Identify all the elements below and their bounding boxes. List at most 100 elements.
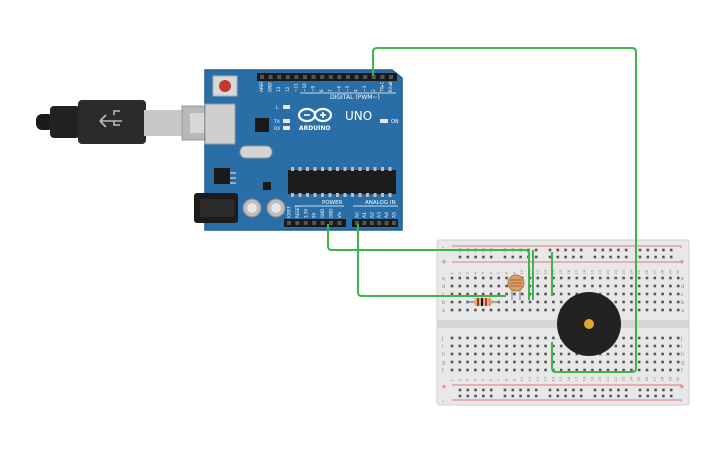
digital-pin-hole[interactable] — [294, 75, 299, 79]
digital-pin-hole[interactable] — [389, 75, 393, 79]
digital-pin-label: ~9 — [311, 85, 316, 92]
rail-plus-label: + — [441, 258, 447, 266]
voltage-regulator — [214, 168, 230, 184]
column-number: 20 — [597, 269, 602, 274]
column-number: 19 — [589, 376, 594, 381]
digital-pin-hole[interactable] — [303, 75, 307, 79]
column-number: 27 — [652, 269, 657, 274]
analog-label: ANALOG IN — [365, 200, 396, 206]
analog-pin-hole[interactable] — [377, 221, 382, 225]
rail-plus-label: + — [441, 383, 447, 391]
column-number: 28 — [660, 269, 665, 274]
row-letter: e — [442, 276, 445, 282]
column-number: 3 — [465, 379, 470, 382]
column-number: 10 — [519, 269, 524, 274]
power-pin-label: Vin — [337, 211, 342, 218]
column-number: 1 — [449, 272, 454, 275]
piezo-buzzer[interactable] — [557, 292, 621, 356]
column-number: 17 — [574, 376, 579, 381]
power-pin-hole[interactable] — [329, 221, 333, 225]
digital-pin-hole[interactable] — [311, 75, 316, 79]
column-number: 21 — [605, 376, 610, 381]
column-number: 8 — [504, 379, 509, 382]
column-number: 28 — [660, 376, 665, 381]
digital-pin-hole[interactable] — [277, 75, 282, 79]
digital-pin-hole[interactable] — [320, 75, 325, 79]
column-number: 15 — [558, 376, 563, 381]
digital-pin-hole[interactable] — [363, 75, 368, 79]
analog-pin-label: A5 — [392, 212, 398, 218]
photoresistor[interactable] — [507, 274, 525, 300]
analog-pin-hole[interactable] — [369, 221, 374, 225]
analog-pin-label: A4 — [384, 212, 390, 218]
column-number: 2 — [457, 379, 462, 382]
wire-a0-to-breadboard[interactable] — [357, 224, 506, 297]
digital-pin-label: AREF — [259, 81, 264, 92]
row-letter: d — [442, 284, 445, 290]
analog-pin-label: A0 — [355, 212, 361, 218]
column-number: 13 — [543, 376, 548, 381]
column-number: 20 — [597, 376, 602, 381]
digital-pin-hole[interactable] — [337, 75, 342, 79]
reset-button[interactable] — [212, 75, 238, 97]
row-letter: h — [442, 352, 445, 358]
brand-label: ARDUINO — [299, 125, 330, 132]
power-pin-hole[interactable] — [287, 221, 291, 225]
row-letter: e — [681, 276, 684, 282]
wire-gnd-to-breadboard[interactable] — [327, 224, 530, 300]
column-number: 25 — [636, 269, 641, 274]
column-number: 6 — [488, 379, 493, 382]
column-number: 29 — [667, 376, 672, 381]
row-letter: g — [442, 360, 445, 366]
led-label-l: L — [276, 105, 279, 111]
digital-pin-hole[interactable] — [328, 75, 333, 79]
digital-pin-hole[interactable] — [285, 75, 290, 79]
rail-minus-label: - — [680, 398, 682, 405]
atmega-chip — [288, 167, 396, 197]
row-letter: i — [442, 344, 443, 350]
row-letter: b — [442, 300, 445, 306]
row-letter: d — [681, 284, 684, 290]
power-jack[interactable] — [194, 193, 238, 223]
analog-pin-hole[interactable] — [392, 221, 396, 225]
power-pin-hole[interactable] — [320, 221, 325, 225]
column-number: 18 — [582, 269, 587, 274]
led-rx — [283, 126, 290, 130]
rail-plus-label: + — [679, 383, 685, 391]
wire-pin3-to-breadboard[interactable] — [372, 47, 637, 373]
analog-pin-label: A1 — [362, 212, 368, 218]
led-l — [283, 105, 290, 109]
column-number: 16 — [566, 269, 571, 274]
digital-pin-hole[interactable] — [354, 75, 359, 79]
row-letter: b — [681, 300, 684, 306]
digital-pin-hole[interactable] — [260, 75, 264, 79]
digital-pin-hole[interactable] — [371, 75, 376, 79]
resistor[interactable] — [466, 298, 500, 306]
column-number: 4 — [472, 379, 477, 382]
column-number: 25 — [636, 376, 641, 381]
rail-plus-label: + — [679, 258, 685, 266]
arduino-logo-icon — [297, 107, 333, 123]
usb-chip — [255, 118, 269, 132]
digital-pin-hole[interactable] — [268, 75, 273, 79]
power-pin-hole[interactable] — [303, 221, 308, 225]
power-pin-hole[interactable] — [312, 221, 317, 225]
digital-pin-hole[interactable] — [346, 75, 350, 79]
model-label: UNO — [345, 109, 372, 123]
row-letter: i — [681, 344, 682, 350]
digital-pin-label: TX▸1 — [379, 81, 384, 93]
power-pin-hole[interactable] — [337, 221, 342, 225]
analog-pin-hole[interactable] — [384, 221, 389, 225]
analog-pin-hole[interactable] — [355, 221, 359, 225]
column-number: 9 — [511, 379, 516, 382]
rail-minus-label: - — [680, 244, 682, 251]
digital-pin-hole[interactable] — [380, 75, 385, 79]
column-number: 1 — [449, 379, 454, 382]
column-number: 30 — [675, 269, 680, 274]
column-number: 5 — [480, 379, 485, 382]
power-pin-hole[interactable] — [295, 221, 300, 225]
analog-pin-hole[interactable] — [362, 221, 367, 225]
digital-pin-label: 12 — [285, 86, 290, 92]
column-number: 11 — [527, 376, 532, 381]
